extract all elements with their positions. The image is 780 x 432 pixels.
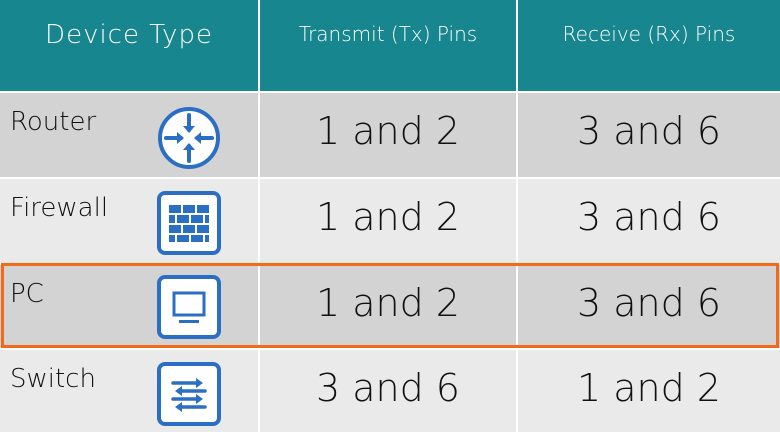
table-row: Switch (0, 348, 780, 432)
device-name: PC (10, 279, 44, 309)
rx-pins: 3 and 6 (576, 109, 721, 153)
header-rx-pins-label: Receive (Rx) Pins (562, 22, 736, 46)
tx-cell: 1 and 2 (260, 93, 518, 177)
header-device-type-label: Device Type (45, 20, 213, 50)
pc-icon (157, 275, 221, 339)
tx-cell: 3 and 6 (260, 350, 518, 432)
header-tx-pins: Transmit (Tx) Pins (260, 0, 518, 91)
rx-pins: 1 and 2 (576, 366, 721, 410)
rx-pins: 3 and 6 (576, 281, 721, 325)
header-device-type: Device Type (0, 0, 260, 91)
device-cell: Router (0, 93, 260, 177)
tx-cell: 1 and 2 (260, 179, 518, 263)
tx-pins: 1 and 2 (315, 281, 460, 325)
device-cell: PC (0, 265, 260, 348)
device-name: Firewall (10, 193, 109, 223)
header-rx-pins: Receive (Rx) Pins (518, 0, 780, 91)
rx-cell: 1 and 2 (518, 350, 780, 432)
firewall-icon (157, 191, 221, 255)
tx-pins: 1 and 2 (315, 109, 460, 153)
rx-cell: 3 and 6 (518, 179, 780, 263)
table-row: Router (0, 91, 780, 177)
table-row: Firewall (0, 177, 780, 263)
header-tx-pins-label: Transmit (Tx) Pins (298, 22, 478, 46)
switch-icon (157, 362, 221, 426)
tx-cell: 1 and 2 (260, 265, 518, 348)
device-name: Switch (10, 364, 96, 394)
tx-pins: 1 and 2 (315, 195, 460, 239)
rx-pins: 3 and 6 (576, 195, 721, 239)
rx-cell: 3 and 6 (518, 93, 780, 177)
tx-pins: 3 and 6 (315, 366, 460, 410)
router-icon (157, 106, 221, 170)
device-cell: Firewall (0, 179, 260, 263)
device-name: Router (10, 107, 97, 137)
table-row: PC 1 and 2 3 and 6 (0, 263, 780, 348)
table-header-row: Device Type Transmit (Tx) Pins Receive (… (0, 0, 780, 91)
rx-cell: 3 and 6 (518, 265, 780, 348)
device-cell: Switch (0, 350, 260, 432)
